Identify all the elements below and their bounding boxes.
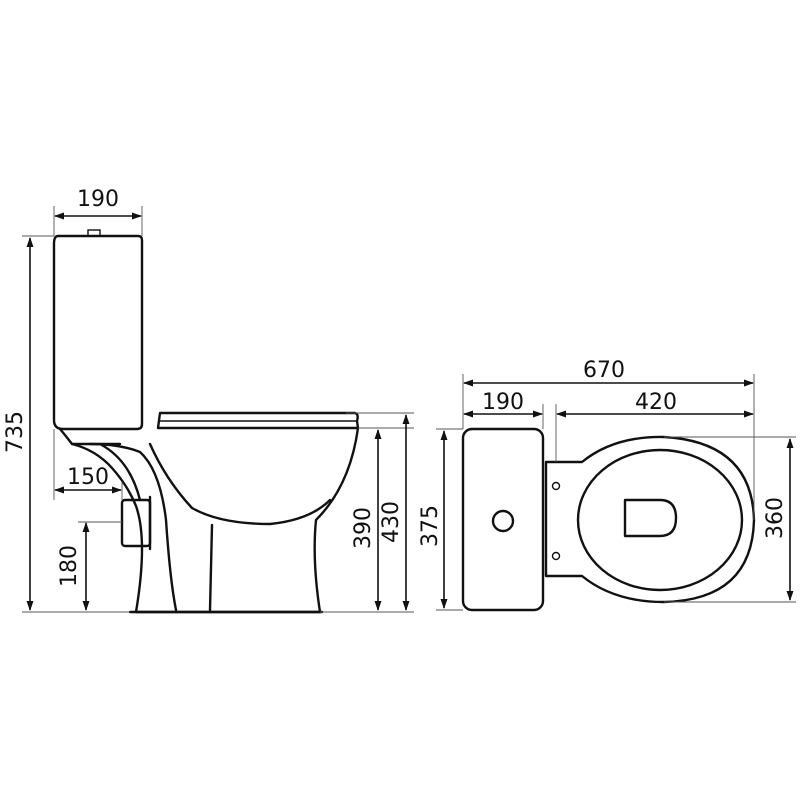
seat-hinge-top [551, 481, 561, 491]
drain-outline [623, 498, 678, 538]
flush-button-plan [491, 509, 515, 533]
bowl-rim [576, 448, 744, 592]
cistern-base [58, 427, 122, 446]
pedestal-line [208, 523, 214, 612]
label-tank-width: 190 [77, 187, 119, 212]
bowl-front-curve [148, 442, 332, 526]
label-tank-width-plan: 375 [418, 505, 443, 547]
side-view: 190 735 150 180 390 430 [3, 187, 414, 614]
bowl-inner-curve [88, 442, 178, 612]
label-tank-depth: 190 [482, 390, 524, 415]
label-seat-height: 390 [351, 507, 376, 549]
seat-hinge-bottom [551, 551, 561, 561]
label-rim-height: 430 [379, 501, 404, 543]
cistern-outline [52, 234, 144, 431]
bowl-outline [70, 426, 360, 614]
label-bowl-width: 360 [763, 497, 788, 539]
label-overall-length: 670 [583, 358, 625, 383]
flush-button [87, 229, 101, 237]
trapway-curve [98, 442, 142, 502]
top-view: 670 190 420 375 360 [418, 358, 796, 612]
bowl-plan-outline [544, 435, 756, 604]
label-bowl-length: 420 [635, 390, 677, 415]
label-outlet-offset: 150 [67, 465, 109, 490]
cistern-plan-outline [461, 427, 545, 612]
label-outlet-height: 180 [57, 545, 82, 587]
label-total-height: 735 [3, 411, 28, 453]
